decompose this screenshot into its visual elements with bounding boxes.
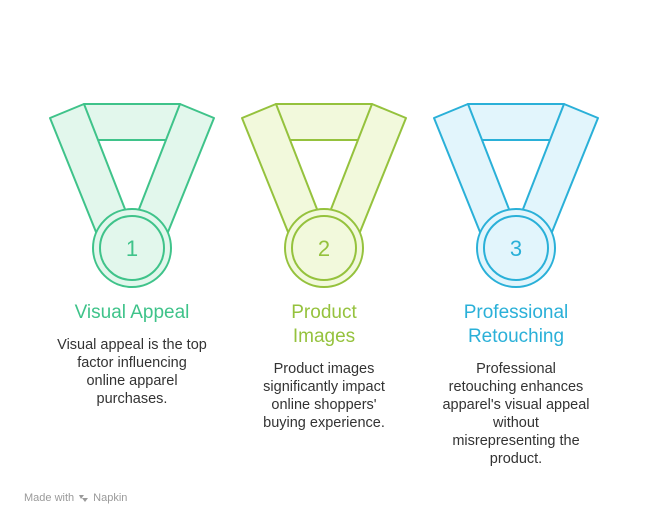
medal-3: 3 <box>433 103 599 288</box>
medal-3-number: 3 <box>510 236 522 261</box>
item-3-description: Professional retouching enhances apparel… <box>442 361 590 467</box>
medal-1-inner-circle <box>99 215 165 281</box>
medal-1-number: 1 <box>126 236 138 261</box>
medal-3-ribbon-top <box>467 103 565 141</box>
napkin-logo-icon <box>78 493 89 504</box>
medal-2: 2 <box>241 103 407 288</box>
item-3-title: Professional Retouching <box>463 302 569 347</box>
medal-3-inner-circle <box>483 215 549 281</box>
medal-2-number: 2 <box>318 236 330 261</box>
made-with-label: Made with <box>24 492 75 504</box>
item-1-title: Visual Appeal <box>74 302 190 323</box>
item-1-description: Visual appeal is the top factor influenc… <box>57 337 207 407</box>
medal-2-inner-circle <box>291 215 357 281</box>
medal-1: 1 <box>49 103 215 288</box>
napkin-brand: Napkin <box>93 492 128 504</box>
footer: Made with Napkin <box>24 492 127 504</box>
medal-2-ribbon-top <box>275 103 373 141</box>
medal-1-ribbon-top <box>83 103 181 141</box>
item-2-title: Product Images <box>291 302 357 347</box>
item-2-description: Product images significantly impact onli… <box>263 361 385 431</box>
